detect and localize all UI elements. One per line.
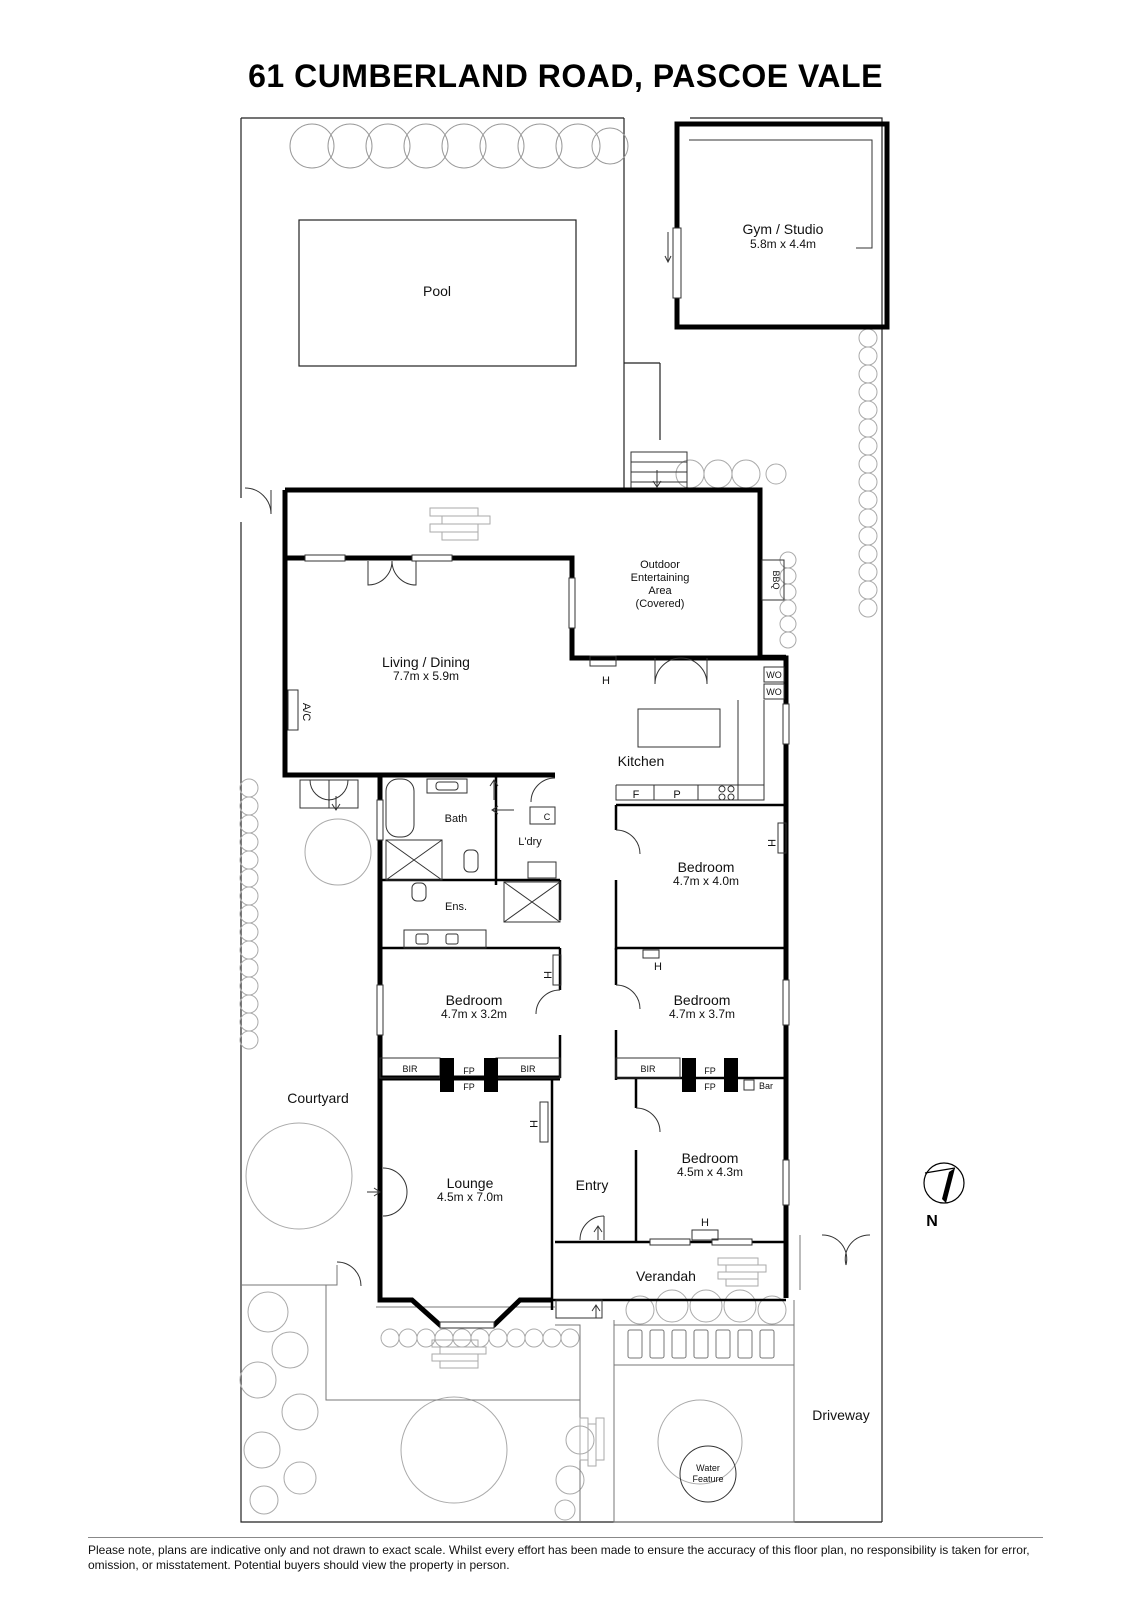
kitchen-label: Kitchen [618, 753, 665, 769]
bedroom3-size: 4.7m x 3.7m [669, 1007, 735, 1021]
arrows [331, 779, 603, 1318]
bar-label: Bar [759, 1081, 773, 1091]
kitchen-island [637, 708, 721, 748]
bedroom2-size: 4.7m x 3.2m [441, 1007, 507, 1021]
pool-outline [298, 219, 577, 367]
cupboard-label: C [544, 812, 551, 822]
outdoor-label-1: Outdoor [640, 559, 680, 571]
wall-oven-1-label: WO [766, 670, 782, 680]
verandah-label: Verandah [636, 1268, 696, 1284]
gym-studio-walls [674, 121, 890, 330]
heater-bedroom2: H [541, 971, 553, 979]
bedroom2-label: Bedroom [446, 992, 503, 1008]
water-feature-pond [679, 1445, 737, 1503]
bedroom4-label: Bedroom [682, 1150, 739, 1166]
paving-hatch [429, 507, 767, 1467]
lounge-size: 4.5m x 7.0m [437, 1190, 503, 1204]
bedroom3-label: Bedroom [674, 992, 731, 1008]
wall-oven-1 [763, 666, 785, 683]
pool-label: Pool [423, 283, 451, 299]
living-label: Living / Dining [382, 654, 470, 670]
heater-lounge: H [527, 1120, 539, 1128]
footer-rule [88, 1537, 1043, 1538]
bir-left-1: BIR [402, 1064, 418, 1074]
heater-bedroom4: H [701, 1217, 709, 1229]
courtyard-hedge [239, 778, 372, 1230]
pantry-label: P [673, 789, 680, 801]
heater-bedroom3: H [654, 961, 662, 973]
cooktop [718, 785, 735, 801]
ac-unit [287, 689, 299, 731]
fp-left-bottom: FP [463, 1082, 475, 1092]
outdoor-label-2: Entertaining [631, 572, 690, 584]
disclaimer: Please note, plans are indicative only a… [88, 1543, 1030, 1572]
fp-right-top: FP [704, 1066, 716, 1076]
plan-title: 61 CUMBERLAND ROAD, PASCOE VALE [248, 58, 883, 94]
doors [244, 487, 871, 1319]
wall-oven-2 [763, 683, 785, 700]
windows [304, 554, 790, 1329]
heater-kitchen: H [602, 675, 610, 687]
bir-right: BIR [640, 1064, 656, 1074]
bedroom4-size: 4.5m x 4.3m [677, 1165, 743, 1179]
fp-left-top: FP [463, 1066, 475, 1076]
outdoor-steps [630, 451, 688, 491]
bbq-label: BBQ [771, 570, 781, 589]
wall-oven-2-label: WO [766, 687, 782, 697]
water-feature-label-2: Feature [692, 1474, 723, 1484]
outdoor-label-4: (Covered) [636, 598, 685, 610]
fridge-label: F [633, 789, 640, 801]
laundry-label: L'dry [518, 836, 542, 848]
bbq-fixture [761, 559, 785, 601]
top-hedge [289, 123, 629, 169]
courtyard-label: Courtyard [287, 1090, 348, 1106]
ensuite-label: Ens. [445, 901, 467, 913]
water-feature-label-1: Water [696, 1463, 720, 1473]
bedroom1-label: Bedroom [678, 859, 735, 875]
house-walls-thin [380, 654, 786, 1310]
gym-studio-label: Gym / Studio [743, 221, 824, 237]
entry-label: Entry [576, 1177, 609, 1193]
lounge-label: Lounge [447, 1175, 494, 1191]
fp-right-bottom: FP [704, 1082, 716, 1092]
bir-left-2: BIR [520, 1064, 536, 1074]
north-label: N [926, 1213, 938, 1230]
bath-label: Bath [445, 813, 468, 825]
ac-label: A/C [300, 703, 312, 721]
bedroom1-size: 4.7m x 4.0m [673, 874, 739, 888]
property-boundary [240, 117, 883, 1523]
living-size: 7.7m x 5.9m [393, 669, 459, 683]
bath-fixtures [385, 778, 561, 949]
driveway-label: Driveway [812, 1407, 870, 1423]
heater-bedroom1: H [765, 839, 777, 847]
north-compass-icon [923, 1162, 965, 1204]
landscape-lines [241, 1235, 801, 1523]
outdoor-label-3: Area [648, 585, 672, 597]
gym-studio-size: 5.8m x 4.4m [750, 237, 816, 251]
